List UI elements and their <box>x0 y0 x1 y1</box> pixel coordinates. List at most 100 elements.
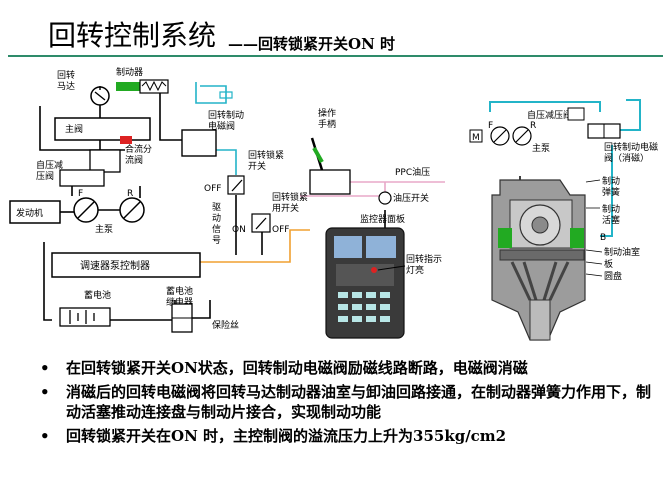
label-off-2: OFF <box>272 225 289 235</box>
electric-line-ground <box>43 242 52 321</box>
label-right-r: R <box>530 121 536 131</box>
electric-line-controller <box>200 229 310 263</box>
label-pump-f: F <box>78 189 83 199</box>
motor-pistons <box>510 261 570 301</box>
label-battery: 蓄电池 <box>84 289 111 301</box>
electric-line-fuse <box>192 300 211 319</box>
label-merge-split: 合流分流阀 <box>125 143 152 166</box>
pump-r-arrow <box>123 201 141 219</box>
tank-line <box>200 85 227 92</box>
right-leader-lines <box>585 179 603 277</box>
label-on: ON <box>232 225 246 235</box>
label-brake-chamber: 制动油室 <box>604 246 640 258</box>
label-right-main-pump: 主泵 <box>532 142 550 154</box>
right-pump-arrows <box>493 129 529 143</box>
right-self-pressure-valve <box>567 107 585 121</box>
label-disc: 圆盘 <box>604 270 622 282</box>
label-brake-piston: 制动活塞 <box>602 203 620 226</box>
bullet-text: 在回转锁紧开关ON状态，回转制动电磁阀励磁线路断路，电磁阀消磁 <box>66 359 528 377</box>
bullet-dot: • <box>40 427 50 445</box>
bullet-dot: • <box>40 359 50 377</box>
brake-disc-right <box>570 228 584 248</box>
label-swing-indicator: 回转指示灯亮 <box>406 253 442 276</box>
bullet-list: • 在回转锁紧开关ON状态，回转制动电磁阀励磁线路断路，电磁阀消磁 • 消磁后的回转… <box>38 358 658 450</box>
label-off-1: OFF <box>204 184 221 194</box>
label-plate: 板 <box>604 258 613 270</box>
brake-disc-left <box>498 228 512 248</box>
bullet-item: • 回转锁紧开关在ON 时，主控制阀的溢流压力上升为355kg/cm2 <box>38 426 658 446</box>
label-swing-brake-solenoid: 回转制动电磁阀 <box>208 109 244 132</box>
slide-title: 回转控制系统 <box>48 19 217 52</box>
motor-output-shaft <box>529 299 551 341</box>
merge-split-valve <box>89 149 121 173</box>
self-pressure-valve <box>59 169 105 187</box>
swing-brake-solenoid <box>181 129 217 157</box>
label-self-pressure-valve: 自压减压阀 <box>36 159 63 182</box>
pilot-line-solenoid <box>216 149 237 175</box>
swing-lock-switch2-lever <box>255 217 267 230</box>
right-motor-box <box>469 129 483 143</box>
label-governor-controller: 调速器泵控制器 <box>80 259 150 272</box>
slide-subtitle: ——回转锁紧开关ON 时 <box>228 35 396 53</box>
label-monitor-panel: 监控器面板 <box>360 213 405 225</box>
main-valve-red <box>120 136 132 144</box>
motor-hub <box>531 216 549 234</box>
main-valve <box>54 117 151 141</box>
monitor-screen-right <box>366 236 396 258</box>
right-pilot-top <box>489 101 601 112</box>
monitor-indicator-panel <box>336 264 394 286</box>
label-engine: 发动机 <box>16 207 43 219</box>
label-swing-motor-text: 回转马达 <box>57 69 75 92</box>
label-pump-r: R <box>127 189 133 199</box>
governor-controller <box>51 252 201 278</box>
label-swing-motor: 回转马达 <box>57 69 75 92</box>
battery-box <box>59 307 111 327</box>
right-diagram: 自压减压阀 M F R 主泵 回转制动电磁阀（消磁） 制动弹簧 制动活塞 <box>469 99 658 341</box>
indicator-leader-line <box>377 265 406 271</box>
label-main-valve: 主阀 <box>65 123 83 135</box>
brake-spring-icon <box>141 80 167 92</box>
label-swing-lock-switch: 回转锁紧开关 <box>248 149 284 172</box>
operating-lever-grip <box>312 147 324 163</box>
bullet-text: 回转锁紧开关在ON 时，主控制阀的溢流压力上升为355kg/cm2 <box>66 427 507 445</box>
label-main-pump: 主泵 <box>95 223 113 235</box>
swing-lock-switch-box <box>227 175 245 195</box>
label-brake: 制动器 <box>116 66 143 78</box>
label-right-solenoid: 回转制动电磁阀（消磁） <box>604 141 658 164</box>
brake-green <box>116 82 140 91</box>
swing-motor-arrow <box>94 86 106 101</box>
label-drive-signal-text: 驱动信号 <box>212 202 221 246</box>
label-b: B <box>600 233 606 243</box>
swing-lock-switch-lever <box>231 179 243 192</box>
label-swing-lock-switch2: 回转锁紧用开关 <box>272 191 308 214</box>
label-oil-pressure-switch: 油压开关 <box>393 192 429 204</box>
motor-plate <box>499 249 585 261</box>
label-brake-spring: 制动弹簧 <box>602 175 620 198</box>
battery-cells <box>69 310 95 324</box>
tank-icon <box>219 91 233 99</box>
label-fuse: 保险丝 <box>212 319 239 331</box>
monitor-buttons <box>338 292 390 322</box>
right-pilot-down <box>600 145 613 237</box>
title-divider <box>8 55 663 57</box>
bullet-dot: • <box>40 383 50 401</box>
label-merge-split-text: 合流分流阀 <box>125 143 152 166</box>
hydraulic-line-b <box>159 88 182 141</box>
right-pilot-side <box>620 99 641 131</box>
bullet-item: • 在回转锁紧开关ON状态，回转制动电磁阀励磁线路断路，电磁阀消磁 <box>38 358 658 378</box>
bullet-item: • 消磁后的回转电磁阀将回转马达制动器油室与卸油回路接通，在制动器弹簧力作用下，制… <box>38 382 658 422</box>
label-right-self-pressure: 自压减压阀 <box>527 109 572 121</box>
operating-lever-base <box>309 169 351 195</box>
monitor-screen-left <box>334 236 362 258</box>
engine-box <box>9 200 61 224</box>
pump-f-arrow <box>77 201 95 219</box>
oil-pressure-switch-symbol <box>378 191 392 205</box>
label-right-m: M <box>472 133 480 143</box>
label-drive-signal: 驱动信号 <box>212 202 221 246</box>
label-right-f: F <box>488 121 493 131</box>
bullet-text: 消磁后的回转电磁阀将回转马达制动器油室与卸油回路接通，在制动器弹簧力作用下，制动… <box>66 383 652 421</box>
label-operating-lever: 操作手柄 <box>318 107 336 130</box>
label-ppc-oil: PPC油压 <box>395 166 430 178</box>
